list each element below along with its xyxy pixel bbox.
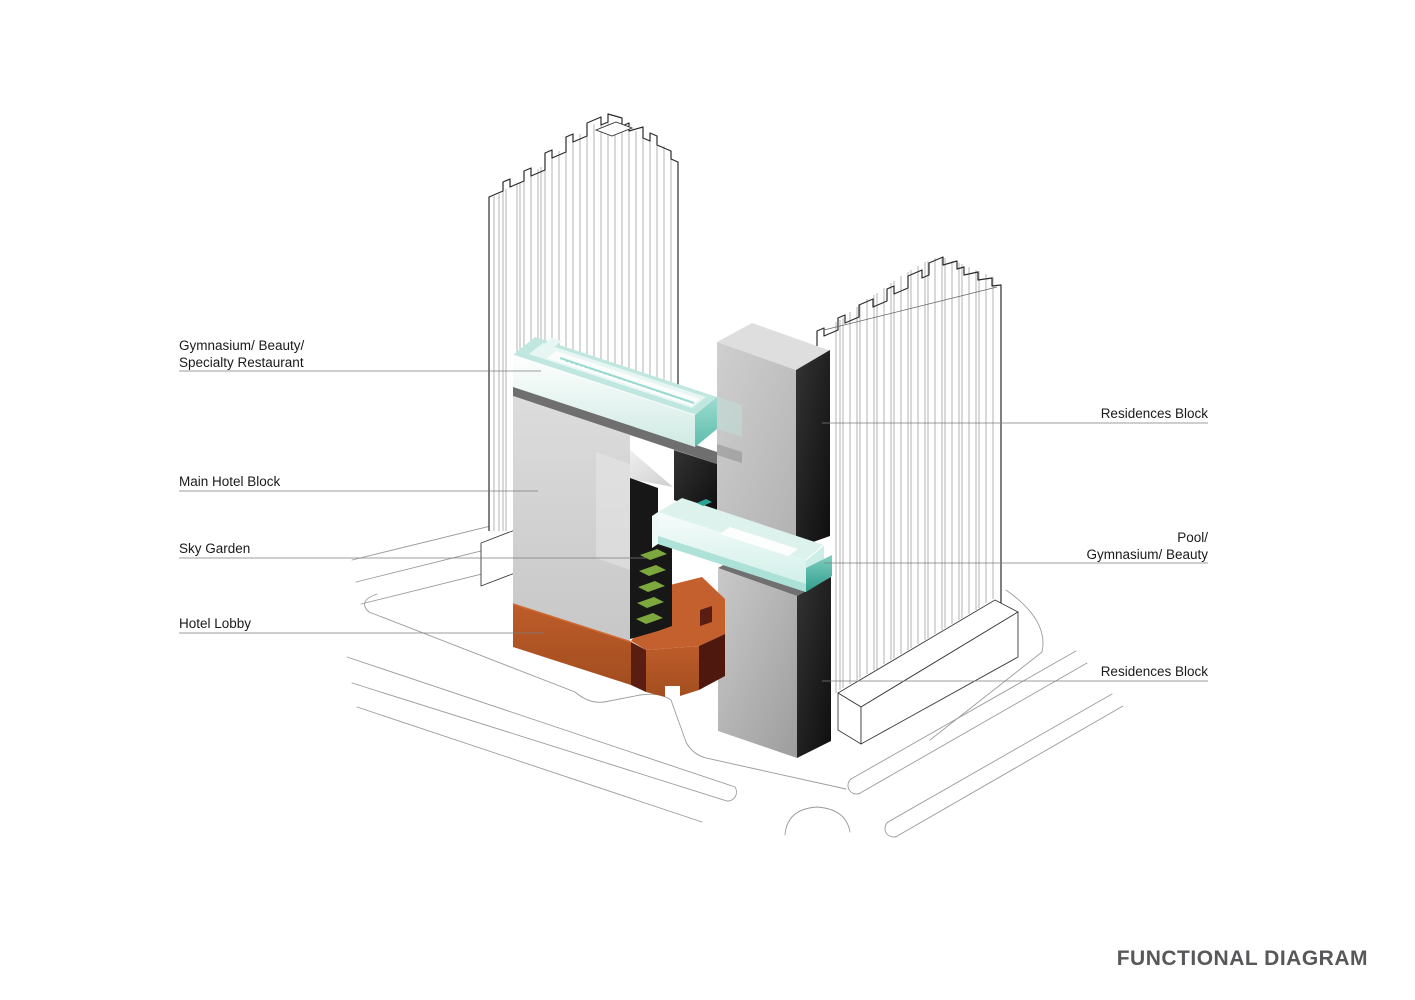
glass-bar-ghost bbox=[717, 397, 742, 437]
lobby-roof-notch bbox=[700, 606, 712, 626]
hotel-reflection bbox=[596, 452, 630, 570]
lobby-end-face bbox=[699, 634, 725, 690]
road-capsule-right-a bbox=[847, 650, 1088, 795]
plinth-front bbox=[860, 611, 1019, 745]
site-boundary-right bbox=[929, 589, 1044, 741]
slab-front-face bbox=[718, 568, 797, 758]
road-line bbox=[351, 520, 512, 561]
glass-bar-edge bbox=[512, 354, 696, 416]
road-capsule-left bbox=[346, 656, 737, 802]
left-wireframe-tower bbox=[480, 113, 679, 587]
hotel-side-wedge bbox=[630, 450, 673, 487]
pool-bar-skylight bbox=[720, 527, 798, 556]
label-gym-line1: Gymnasium/ Beauty/ bbox=[179, 338, 305, 353]
gym-restaurant-glass-bar bbox=[512, 337, 717, 447]
glass-bar-cross-stripe bbox=[538, 338, 562, 352]
hotel-lobby bbox=[512, 603, 725, 697]
tower-outline bbox=[816, 256, 1002, 603]
strip-ghost bbox=[717, 444, 742, 463]
label-main-hotel: Main Hotel Block bbox=[179, 474, 281, 489]
tower-outline bbox=[488, 113, 679, 531]
pool-bar-base-band bbox=[658, 536, 806, 592]
label-pool-line1: Pool/ bbox=[1177, 530, 1208, 545]
facade-mullions bbox=[493, 121, 672, 531]
lobby-front-step bbox=[646, 646, 699, 697]
sky-garden bbox=[630, 478, 672, 639]
tower-body bbox=[817, 257, 1001, 697]
residences-slab-upper bbox=[717, 323, 831, 548]
roof-ridge-line bbox=[823, 286, 998, 331]
roundabout-arc bbox=[784, 806, 851, 836]
pool-bar-accent bbox=[697, 499, 712, 506]
sky-garden-terrace bbox=[638, 581, 665, 592]
pool-glass-bar bbox=[652, 498, 832, 592]
sky-garden-terrace bbox=[637, 597, 664, 608]
hotel-end-wall bbox=[674, 450, 717, 514]
glass-bar-end bbox=[695, 397, 717, 447]
pool-bar-left-end bbox=[652, 512, 658, 548]
hotel-front-face bbox=[513, 396, 630, 642]
pool-bar-notch-edge bbox=[805, 544, 825, 561]
lobby-top-edge bbox=[512, 603, 632, 643]
sky-garden-terrace bbox=[636, 613, 663, 624]
label-residences-upper: Residences Block bbox=[1101, 406, 1209, 421]
label-gym-line2: Specialty Restaurant bbox=[179, 355, 304, 370]
slab-dark-side bbox=[797, 577, 831, 758]
pool-bar-end-lower bbox=[806, 555, 832, 592]
lobby-step-side bbox=[631, 642, 646, 692]
site-plan-roads bbox=[346, 520, 1124, 838]
slab-top-face bbox=[717, 323, 831, 370]
label-pool-line2: Gymnasium/ Beauty bbox=[1086, 547, 1208, 562]
page-title: FUNCTIONAL DIAGRAM bbox=[1117, 947, 1368, 970]
sky-garden-terrace bbox=[640, 549, 667, 560]
lobby-front-face bbox=[513, 604, 631, 685]
slab-dark-side bbox=[796, 350, 830, 548]
right-wireframe-tower bbox=[816, 256, 1019, 745]
leader-lines bbox=[179, 370, 1208, 682]
glass-bar-front bbox=[513, 355, 695, 447]
hotel-roof-band bbox=[513, 384, 717, 464]
glass-bar-ticks bbox=[565, 360, 689, 402]
road-line bbox=[356, 706, 703, 823]
sky-garden-terrace bbox=[639, 565, 666, 576]
sky-garden-shaft-right bbox=[658, 534, 672, 631]
label-residences-lower: Residences Block bbox=[1101, 664, 1209, 679]
facade-mullions bbox=[835, 257, 994, 693]
roof-opening bbox=[594, 121, 634, 137]
site-boundary bbox=[364, 593, 847, 790]
road-capsule-right-b bbox=[884, 693, 1124, 838]
slab-front-face bbox=[717, 342, 796, 544]
labels: Gymnasium/ Beauty/ Specialty Restaurant … bbox=[179, 338, 1208, 679]
label-sky-garden: Sky Garden bbox=[179, 541, 250, 556]
tower-body bbox=[489, 114, 678, 531]
main-hotel-block bbox=[513, 384, 717, 642]
label-hotel-lobby: Hotel Lobby bbox=[179, 616, 251, 631]
